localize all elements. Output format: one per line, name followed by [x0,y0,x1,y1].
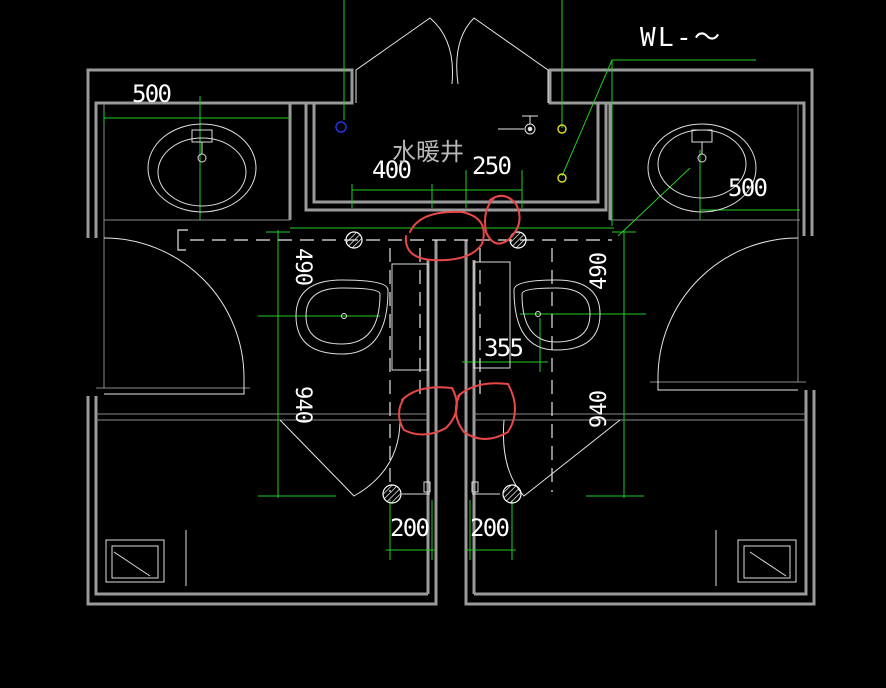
riser-marker-bottom [557,173,567,183]
dim-label-left-upper-vertical: 490 [290,248,315,286]
dim-label-right-lower-vertical: 940 [587,390,612,428]
left-stall-door [279,419,401,497]
mop-sink-icon-right [715,530,797,586]
dim-label-right-upper-vertical: 490 [587,252,612,290]
shaft-label: 水暖井 [392,138,464,166]
markup-annotations [398,194,521,440]
washbasin-icon [147,123,257,213]
outer-wall-bottom-left-inner [94,396,428,596]
cleanout-bracket [177,229,188,251]
mop-sink-icon [105,530,187,586]
dim-label-bottom-left: 200 [390,514,430,542]
shaft-wall-inner [312,103,600,204]
right-stall-door [502,419,621,497]
outer-wall-top-left [86,68,354,238]
floor-drain-icon [509,231,527,249]
drain-icon [335,121,347,133]
entrance-door-right [456,17,549,103]
pipe-riser-icon [498,115,538,135]
outer-wall-bottom-right-inner [474,390,808,596]
markup-circle-pipe-junction [404,210,485,262]
drain-pipe-runs [190,239,612,492]
doors [103,17,799,497]
outer-wall-top-right [548,68,814,236]
valve-stubs [402,481,500,495]
outer-wall-bottom-right [464,240,816,606]
floor-drain-icon [382,484,402,504]
markup-circle-left-branch [398,386,458,436]
markup-circle-riser [484,194,521,245]
pipe-tag-label: WL-～ [640,23,720,53]
dim-label-bottom-right: 200 [470,514,510,542]
toilet-icon [295,263,429,371]
outer-wall-bottom-left [86,240,438,606]
shaft-wall [304,103,608,212]
left-room-door-swing [103,237,245,395]
dim-label-right-basin: 500 [728,174,768,202]
floor-drain-icon [345,231,363,249]
dimension-lines [103,0,800,560]
right-room-door-swing [657,237,799,391]
basin-leader-right [617,167,691,237]
dim-label-left-lower-vertical: 940 [290,386,315,424]
dim-label-shaft-left: 400 [372,156,412,184]
washbasin-icon-right [647,123,757,213]
dim-label-shaft-right: 250 [472,152,512,180]
dim-label-top-left: 500 [132,80,172,108]
riser-marker-top [557,124,567,134]
interior-lines [96,103,806,421]
floor-drains [345,231,527,504]
dim-label-center: 355 [484,334,524,362]
dimension-labels: 500 500 400 250 355 200 200 490 940 490 … [132,80,768,542]
markup-circle-right-branch [454,382,516,440]
floor-drain-icon [502,484,522,504]
shaft-contents [335,115,567,183]
entrance-door-left [355,17,454,103]
toilet-icon-right [473,261,601,369]
